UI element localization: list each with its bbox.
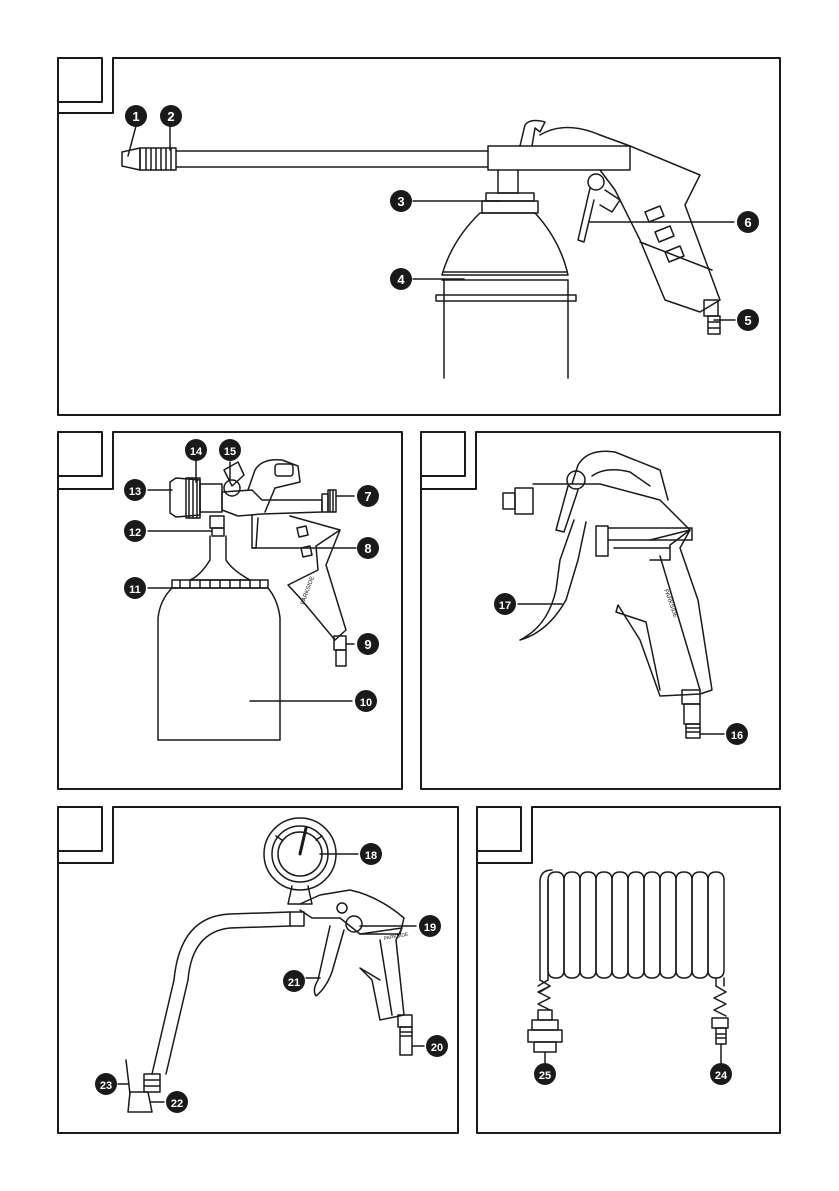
callout-12: 12 [124,520,146,542]
svg-text:18: 18 [365,850,377,862]
panel-label-box-4 [58,807,102,851]
leader-1 [128,126,136,156]
svg-text:3: 3 [397,194,404,209]
callout-3: 3 [390,190,412,212]
svg-text:7: 7 [364,489,371,504]
callout-17: 17 [494,593,516,615]
blow-gun [503,451,724,738]
svg-text:22: 22 [171,1098,183,1110]
callout-11: 11 [124,577,146,599]
panel-label-box-2 [58,432,102,476]
callout-19: 19 [419,915,441,937]
callout-13: 13 [124,479,146,501]
callout-8: 8 [357,537,379,559]
svg-text:16: 16 [731,730,743,742]
svg-text:5: 5 [744,313,751,328]
callout-2: 2 [160,105,182,127]
callout-5: 5 [737,309,759,331]
air-cap [170,478,200,517]
svg-text:12: 12 [129,527,141,539]
brand-text-blow-gun: PARKSIDE [662,589,678,619]
paint-spray-gun [148,460,356,740]
callout-4: 4 [390,268,412,290]
material-cup [442,213,568,275]
callout-18: 18 [360,843,382,865]
paint-cup [158,588,280,740]
svg-text:17: 17 [499,600,511,612]
callout-20: 20 [426,1035,448,1057]
svg-text:14: 14 [190,446,203,458]
svg-text:21: 21 [288,977,300,989]
svg-text:11: 11 [129,584,141,596]
panel-label-box-1 [58,58,102,102]
svg-text:2: 2 [167,109,174,124]
callout-24: 24 [710,1063,732,1085]
svg-text:13: 13 [129,486,141,498]
callout-1: 1 [125,105,147,127]
svg-text:6: 6 [744,215,751,230]
svg-text:23: 23 [100,1080,112,1092]
callout-7: 7 [357,485,379,507]
svg-text:19: 19 [424,922,436,934]
svg-text:9: 9 [364,637,371,652]
callout-22: 22 [166,1091,188,1113]
underbody-spray-gun [122,121,735,378]
svg-text:1: 1 [132,109,139,124]
svg-text:15: 15 [224,446,236,458]
callout-6: 6 [737,211,759,233]
nozzle-tip [122,148,140,170]
panel-label-box-3 [421,432,465,476]
svg-text:10: 10 [360,697,372,709]
callout-16: 16 [726,723,748,745]
blow-gun-trigger [520,520,586,640]
callout-23: 23 [95,1073,117,1095]
svg-text:24: 24 [715,1070,728,1082]
svg-text:25: 25 [539,1070,551,1082]
panel-label-box-5 [477,807,521,851]
brand-text-paint-gun: PARKSIDE [300,576,316,606]
panel-frame-2 [58,432,402,789]
callout-15: 15 [219,439,241,461]
callout-14: 14 [185,439,207,461]
svg-text:8: 8 [364,541,371,556]
callout-9: 9 [357,633,379,655]
callout-21: 21 [283,970,305,992]
callout-10: 10 [355,690,377,712]
svg-text:20: 20 [431,1042,443,1054]
spiral-hose [528,870,728,1064]
svg-text:4: 4 [397,272,405,287]
callout-25: 25 [534,1063,556,1085]
